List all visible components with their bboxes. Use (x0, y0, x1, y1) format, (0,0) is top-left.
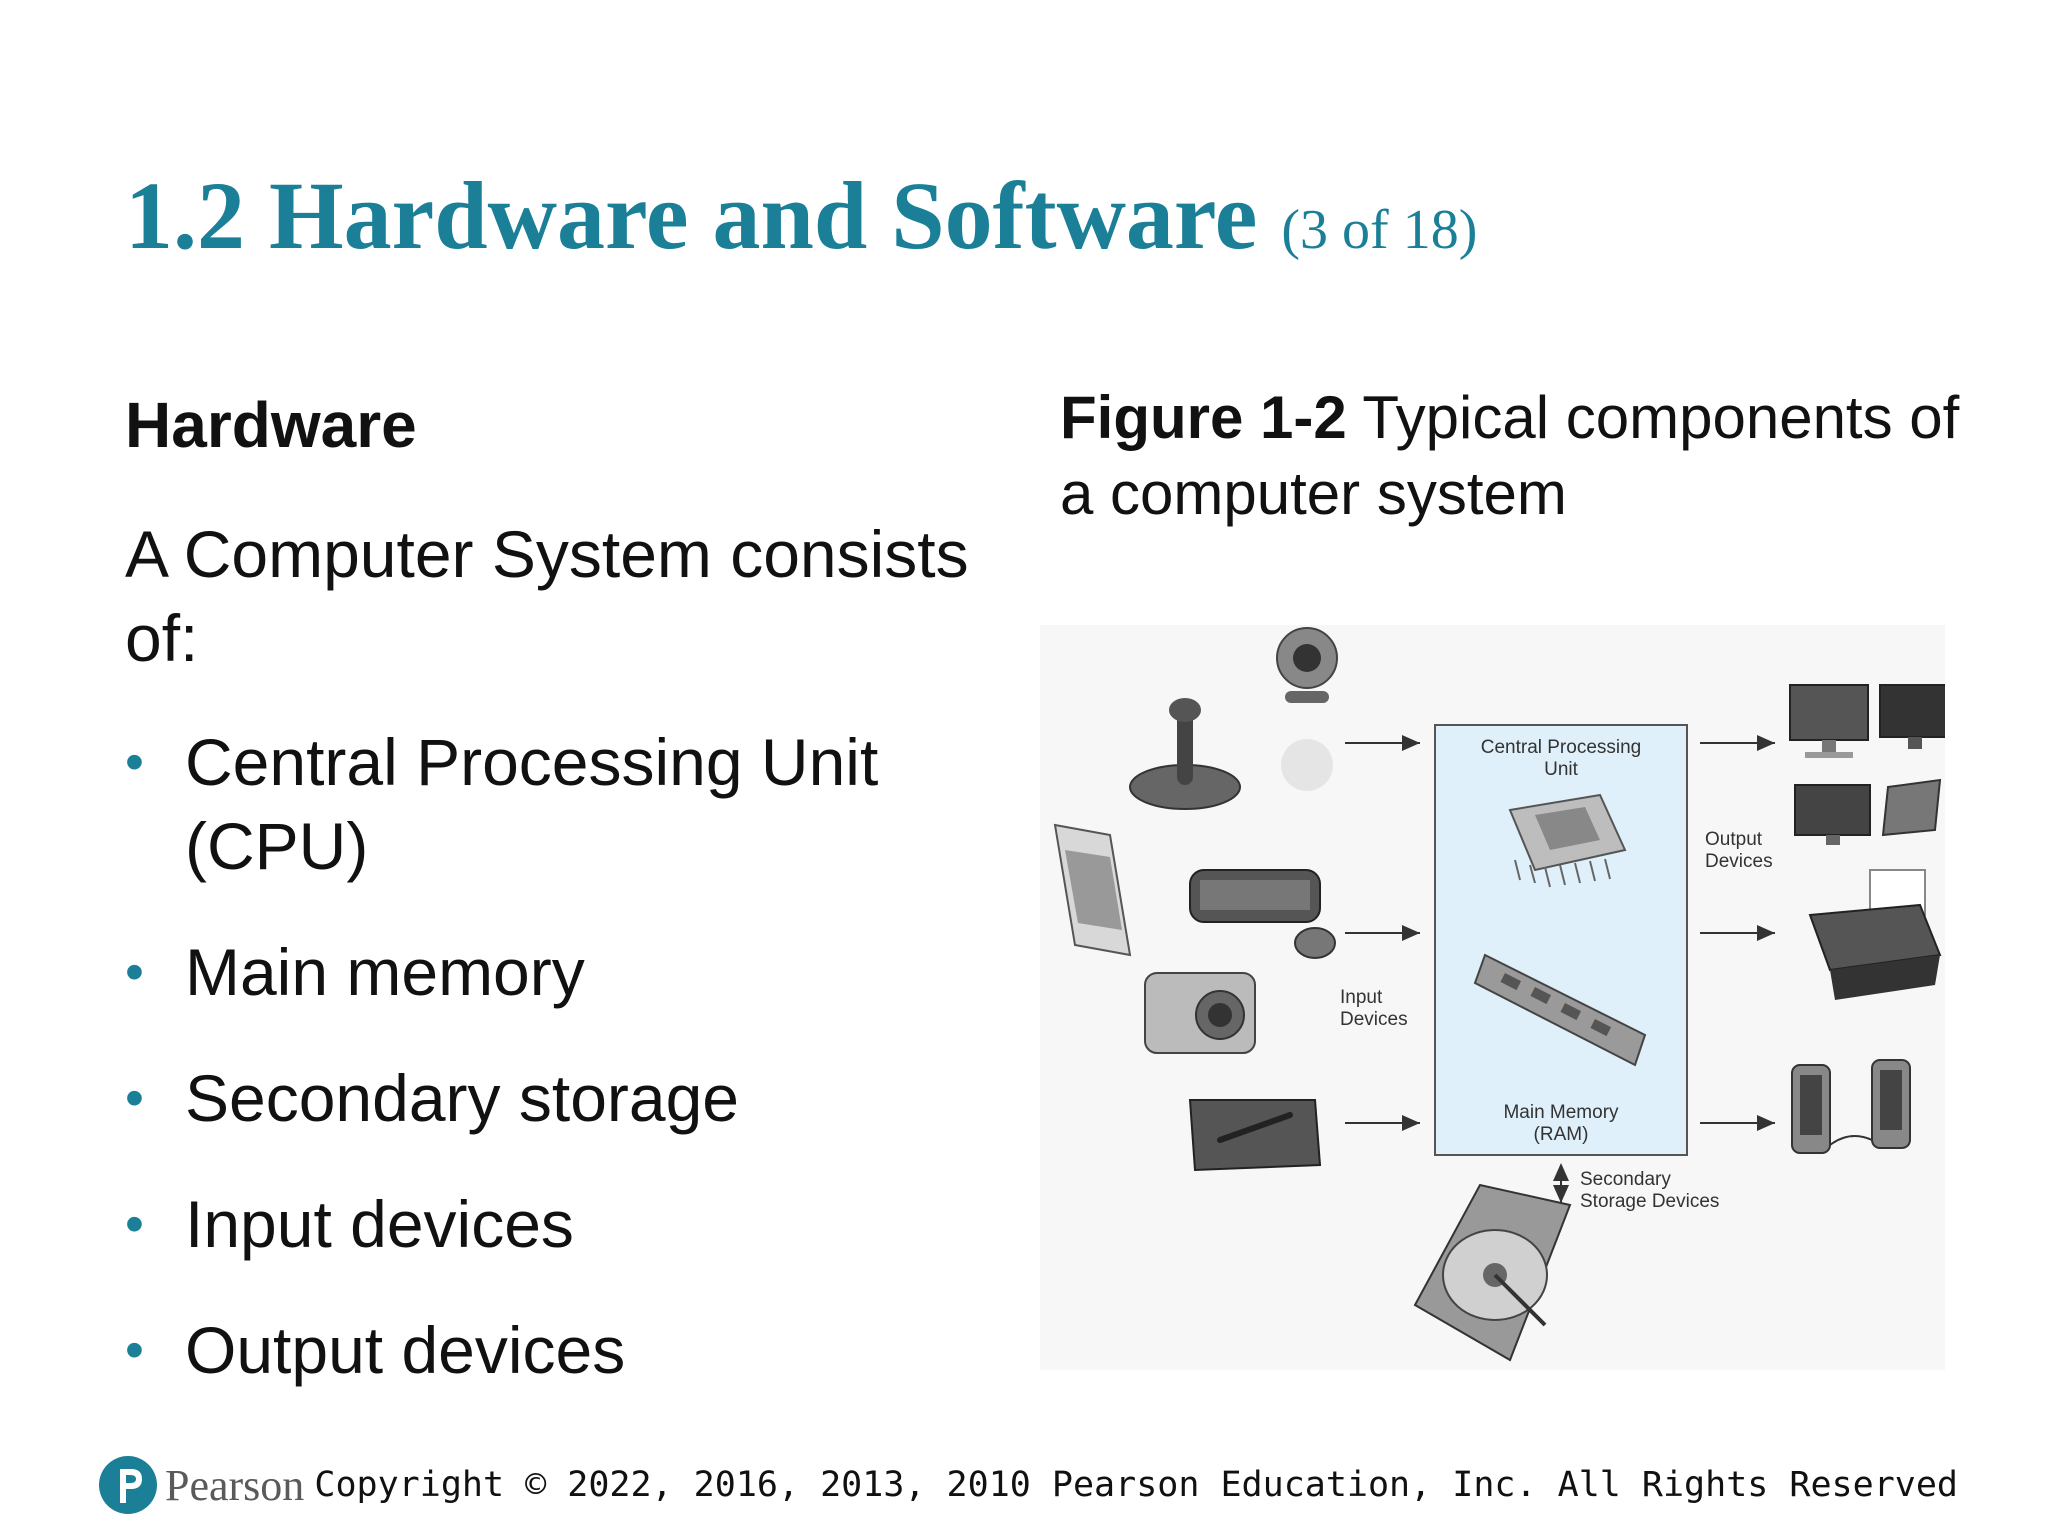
input-label: Input (1340, 987, 1383, 1008)
list-item-text: Central Processing Unit (CPU) (185, 720, 985, 888)
slide-title-main: 1.2 Hardware and Software (125, 162, 1257, 269)
list-item: •Output devices (125, 1308, 985, 1392)
intro-text: A Computer System consists of: (125, 512, 975, 680)
hardware-heading: Hardware (125, 390, 417, 460)
bullet-icon: • (125, 1182, 185, 1266)
cpu-label: Central Processing (1481, 737, 1642, 758)
output-label: Output (1705, 829, 1763, 850)
pearson-logo-icon (98, 1455, 158, 1515)
slide-title: 1.2 Hardware and Software (3 of 18) (125, 158, 1477, 273)
camera-icon (1145, 973, 1255, 1053)
cpu-label-2: Unit (1544, 759, 1579, 780)
list-item: •Central Processing Unit (CPU) (125, 720, 985, 888)
computer-system-figure: Central Processing Unit Main Memory (RAM… (1040, 625, 1945, 1370)
list-item-text: Secondary storage (185, 1056, 739, 1140)
keyboard-icon (1190, 870, 1320, 922)
bullet-icon: • (125, 930, 185, 1014)
pearson-brand-text: Pearson (165, 1460, 304, 1511)
bullet-icon: • (125, 1056, 185, 1140)
slide-title-suffix: (3 of 18) (1281, 199, 1477, 261)
mouse-icon (1295, 928, 1335, 958)
copyright-notice: Copyright © 2022, 2016, 2013, 2010 Pears… (314, 1465, 1958, 1505)
list-item: •Main memory (125, 930, 985, 1014)
bullet-icon: • (125, 1308, 185, 1392)
figure-caption: Figure 1-2 Typical components of a compu… (1060, 380, 1960, 532)
storage-label-2: Storage Devices (1580, 1191, 1719, 1212)
list-item-text: Output devices (185, 1308, 625, 1392)
graphics-tablet-icon (1190, 1100, 1320, 1170)
memory-label: Main Memory (1503, 1102, 1619, 1123)
memory-label-2: (RAM) (1534, 1124, 1589, 1145)
figure-caption-number: Figure 1-2 (1060, 384, 1347, 451)
bullet-icon: • (125, 720, 185, 888)
component-list: •Central Processing Unit (CPU) •Main mem… (125, 720, 985, 1434)
list-item: •Secondary storage (125, 1056, 985, 1140)
list-item-text: Main memory (185, 930, 585, 1014)
list-item: •Input devices (125, 1182, 985, 1266)
computer-system-diagram: Central Processing Unit Main Memory (RAM… (1040, 625, 1945, 1370)
output-label-2: Devices (1705, 851, 1773, 872)
list-item-text: Input devices (185, 1182, 574, 1266)
storage-label: Secondary (1580, 1169, 1671, 1190)
cpu-box (1435, 725, 1687, 1155)
input-label-2: Devices (1340, 1009, 1408, 1030)
